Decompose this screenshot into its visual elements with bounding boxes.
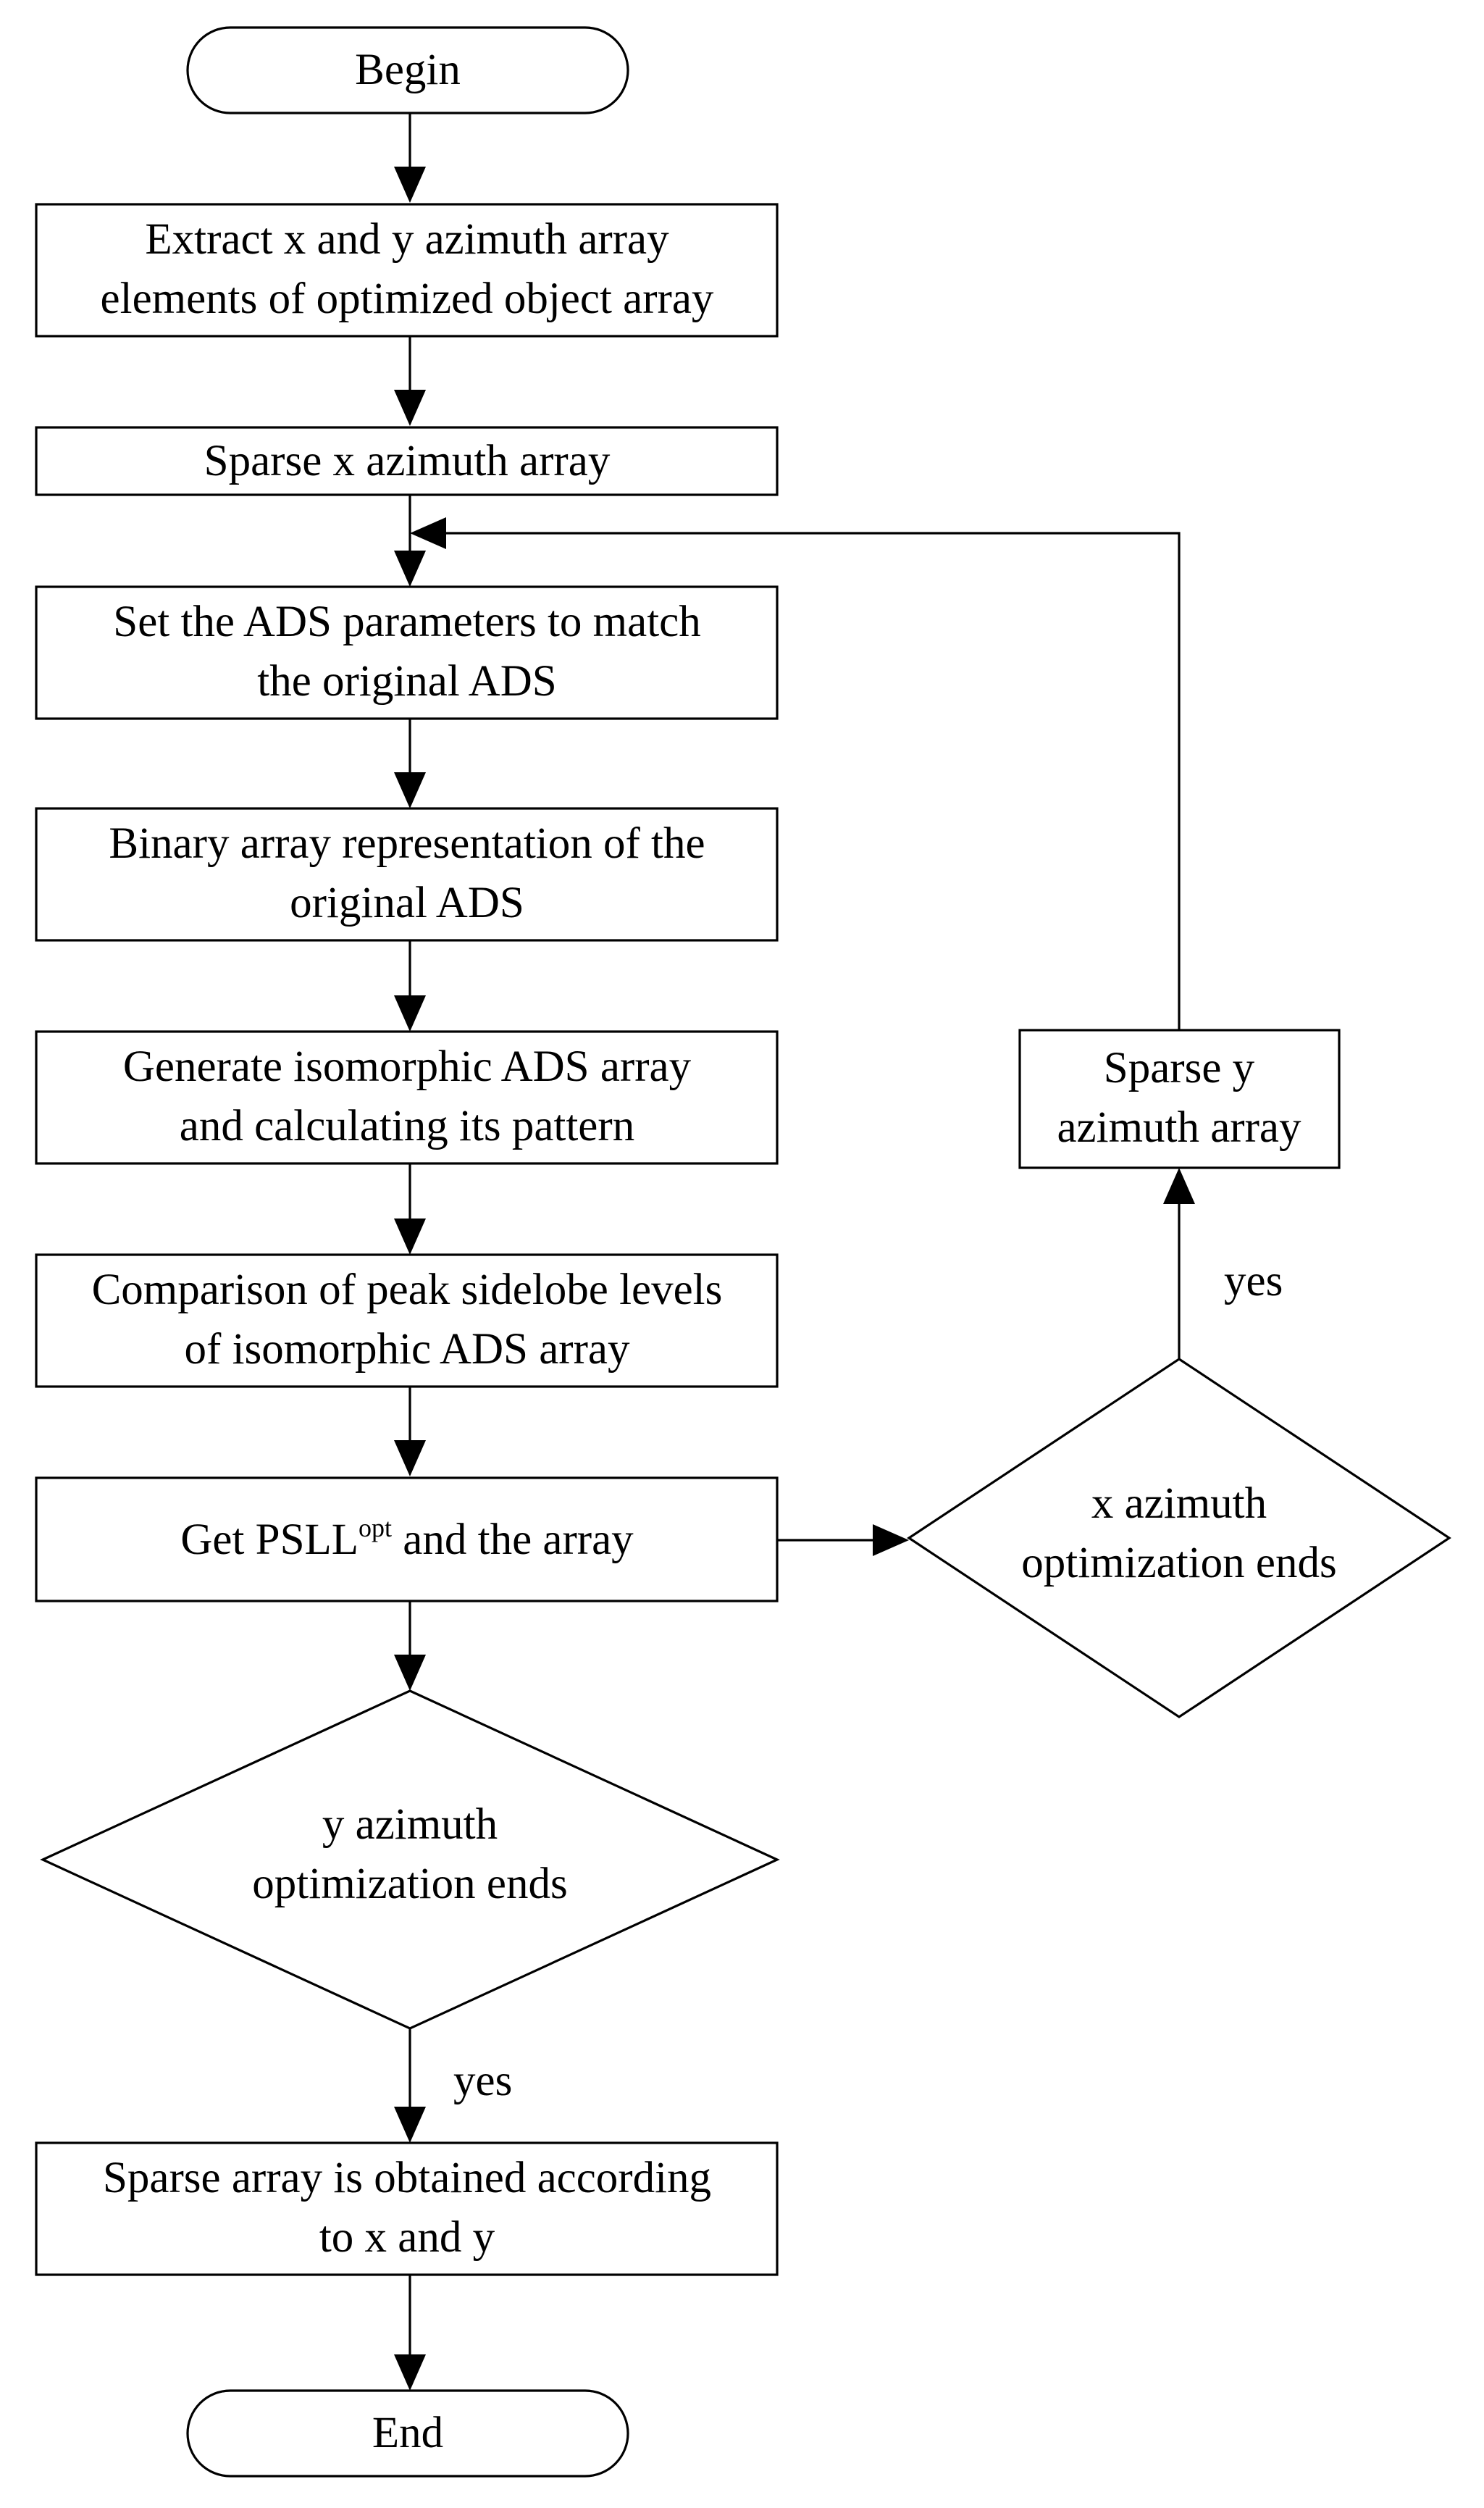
- edge-generate-to-compare: [394, 1163, 426, 1255]
- edge-sparse-x-to-set-ads: [394, 495, 426, 587]
- edge-compare-to-get-psll: [394, 1387, 426, 1476]
- edge-sparse-result-to-end: [394, 2275, 426, 2391]
- x-decision-diamond: x azimuth optimization ends: [907, 1358, 1451, 1718]
- set-ads-process-box: Set the ADS parameters to match the orig…: [35, 585, 779, 720]
- sparse-result-label-line-2: to x and y: [319, 2213, 495, 2262]
- y-decision-label-line-2: optimization ends: [252, 1860, 567, 1908]
- compare-label-line-2: of isomorphic ADS array: [185, 1325, 630, 1374]
- edge-get-psll-to-y-decision: [394, 1601, 426, 1691]
- x-decision-yes-label: yes: [1224, 1257, 1283, 1305]
- end-label: End: [372, 2409, 443, 2457]
- y-decision-yes-label: yes: [453, 2057, 512, 2105]
- get-psll-label-prefix: Get PSLL: [180, 1516, 359, 1564]
- binary-process-box: Binary array representation of the origi…: [35, 807, 779, 942]
- set-ads-label-line-1: Set the ADS parameters to match: [113, 598, 700, 646]
- end-terminal: End: [186, 2389, 629, 2478]
- generate-process-box: Generate isomorphic ADS array and calcul…: [35, 1030, 779, 1165]
- nodes: Begin Extract x and y azimuth array elem…: [35, 26, 1451, 2478]
- sparse-y-label-line-1: Sparse y: [1104, 1044, 1255, 1092]
- generate-label-line-2: and calculating its pattern: [180, 1102, 634, 1150]
- get-psll-label: Get PSLLopt and the array: [180, 1513, 634, 1564]
- get-psll-label-superscript: opt: [359, 1513, 392, 1542]
- set-ads-label-line-2: the original ADS: [257, 657, 556, 706]
- sparse-x-process-box: Sparse x azimuth array: [35, 426, 779, 496]
- extract-label-line-1: Extract x and y azimuth array: [145, 215, 669, 264]
- compare-label-line-1: Comparison of peak sidelobe levels: [92, 1266, 723, 1314]
- binary-label-line-2: original ADS: [290, 879, 524, 927]
- edge-binary-to-generate: [394, 940, 426, 1032]
- edge-get-psll-to-x-decision: [777, 1524, 909, 1556]
- edge-begin-to-extract: [394, 113, 426, 203]
- sparse-result-label-line-1: Sparse array is obtained according: [103, 2154, 711, 2202]
- edge-y-decision-to-sparse-result: [394, 2028, 426, 2143]
- edge-set-ads-to-binary: [394, 719, 426, 808]
- sparse-x-label: Sparse x azimuth array: [204, 437, 611, 485]
- edges: [394, 113, 1195, 2391]
- compare-process-box: Comparison of peak sidelobe levels of is…: [35, 1253, 779, 1388]
- edge-x-decision-to-sparse-y: [1163, 1168, 1195, 1359]
- y-decision-diamond: y azimuth optimization ends: [40, 1689, 780, 2030]
- get-psll-label-suffix: and the array: [392, 1516, 634, 1564]
- y-decision-label-line-1: y azimuth: [322, 1800, 498, 1849]
- x-decision-label-line-1: x azimuth: [1091, 1479, 1267, 1528]
- generate-label-line-1: Generate isomorphic ADS array: [123, 1042, 692, 1091]
- edge-extract-to-sparse-x: [394, 336, 426, 426]
- extract-label-line-2: elements of optimized object array: [101, 275, 714, 323]
- sparse-y-process-box: Sparse y azimuth array: [1018, 1029, 1341, 1169]
- binary-label-line-1: Binary array representation of the: [109, 819, 705, 868]
- sparse-y-label-line-2: azimuth array: [1057, 1103, 1301, 1152]
- extract-process-box: Extract x and y azimuth array elements o…: [35, 203, 779, 338]
- x-decision-label-line-2: optimization ends: [1021, 1539, 1336, 1587]
- edge-labels: yes yes: [453, 1257, 1283, 2105]
- edge-sparse-y-to-set-ads: [410, 517, 1181, 1030]
- get-psll-process-box: Get PSLLopt and the array: [35, 1476, 779, 1602]
- begin-terminal: Begin: [186, 26, 629, 114]
- sparse-result-process-box: Sparse array is obtained according to x …: [35, 2141, 779, 2276]
- begin-label: Begin: [355, 46, 461, 94]
